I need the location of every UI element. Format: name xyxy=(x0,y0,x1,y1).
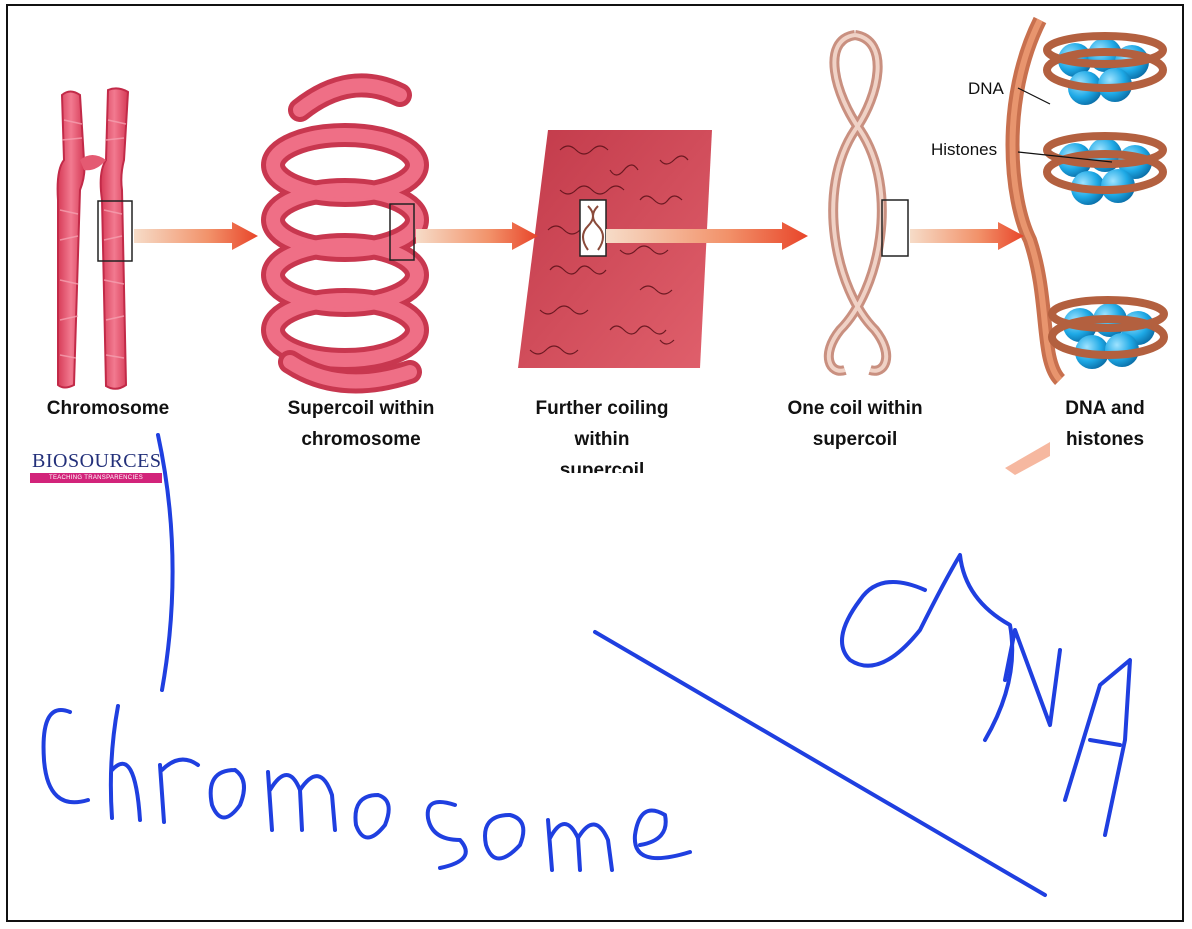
supercoil-illustration xyxy=(273,85,417,381)
stage-label-supercoil: Supercoil within chromosome xyxy=(256,393,466,455)
arrow-1 xyxy=(134,222,258,250)
histone-cluster xyxy=(1047,136,1163,205)
arrow-4 xyxy=(910,222,1024,250)
dna-histones-illustration xyxy=(1013,20,1165,380)
histone-cluster xyxy=(1047,36,1163,105)
further-coiling-illustration xyxy=(518,130,712,368)
one-coil-illustration xyxy=(829,35,908,371)
arrow-2 xyxy=(416,222,538,250)
chromosome-illustration xyxy=(58,88,132,388)
histones-callout: Histones xyxy=(931,140,997,160)
dna-callout: DNA xyxy=(968,79,1004,99)
biosources-logo: BIOSOURCES TEACHING TRANSPARENCIES xyxy=(30,450,163,484)
histone-cluster xyxy=(1052,300,1164,369)
logo-wordmark: BIOSOURCES xyxy=(32,450,161,473)
logo-tagline: TEACHING TRANSPARENCIES xyxy=(30,473,162,483)
stage-label-one-coil: One coil within supercoil xyxy=(750,393,960,455)
stage-label-dna-histones: DNA and histones xyxy=(1030,393,1180,455)
stage-label-further-coiling: Further coiling within supercoil xyxy=(502,393,702,473)
stage-label-chromosome: Chromosome xyxy=(18,393,198,424)
